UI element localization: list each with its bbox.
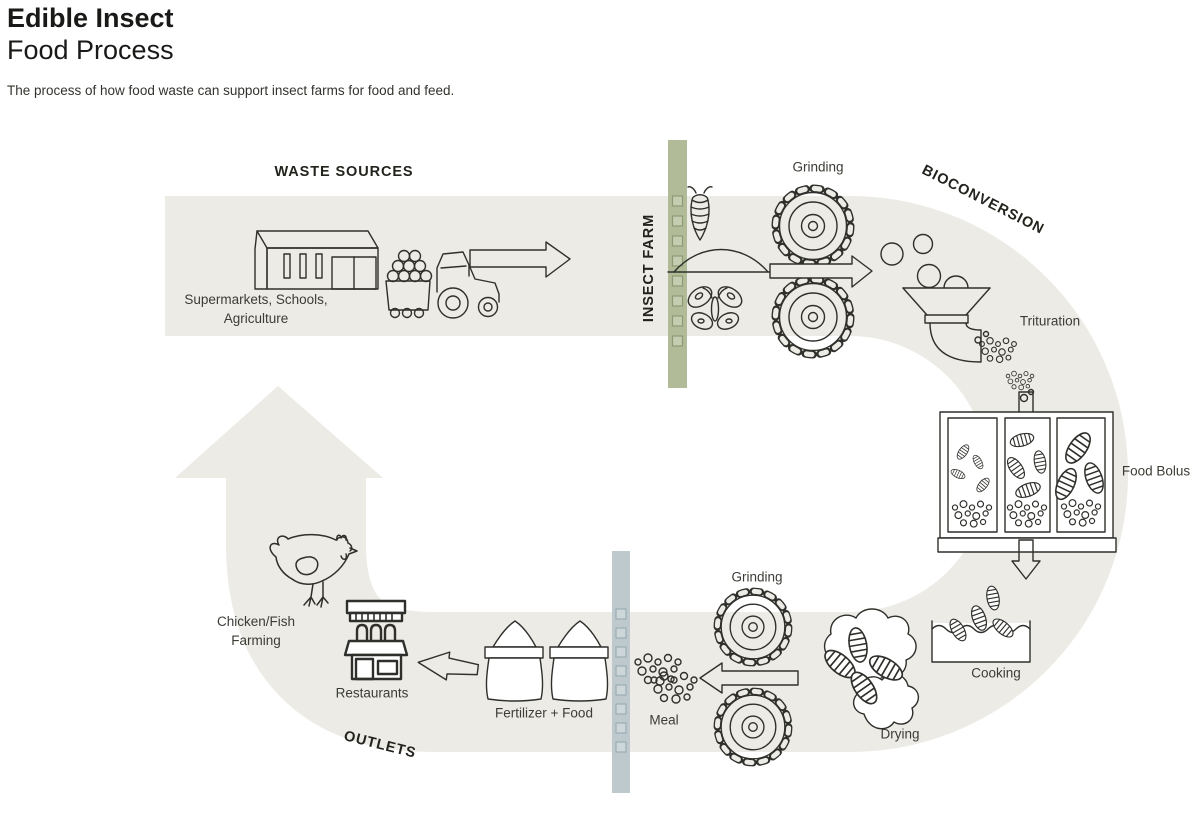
- label-food-bolus: Food Bolus: [1121, 463, 1191, 479]
- warehouse-icon: [254, 230, 379, 290]
- insect-farm-divider-bar: [668, 140, 687, 388]
- feed-mound-icon: [667, 248, 771, 273]
- label-trituration: Trituration: [1019, 313, 1081, 329]
- page-title-line1: Edible Insect: [7, 3, 174, 33]
- waste-to-farm-arrow-icon: [469, 241, 571, 278]
- food-bolus-tray-icon: [937, 411, 1117, 553]
- label-drying: Drying: [880, 726, 920, 742]
- cooking-pot-icon: [931, 584, 1031, 663]
- label-meal: Meal: [649, 712, 679, 728]
- title-block: Edible Insect Food Process The process o…: [7, 2, 454, 98]
- drying-clouds-icon: [819, 608, 919, 730]
- page-subtitle: The process of how food waste can suppor…: [7, 82, 455, 98]
- label-waste-caption: Supermarkets, Schools, Agriculture: [184, 292, 328, 326]
- label-grinding-bottom: Grinding: [731, 569, 783, 585]
- page-title-line2: Food Process: [7, 35, 174, 66]
- label-grinding-top: Grinding: [792, 159, 844, 175]
- arrow-down-to-cooking-icon: [1011, 539, 1041, 580]
- funnel-pipe-icon: [902, 287, 991, 363]
- outlets-divider-bar: [612, 551, 630, 793]
- stage-label-waste-sources: WASTE SOURCES: [274, 164, 414, 180]
- curved-arrow-left-icon: [417, 651, 480, 681]
- tractor-trailer-icon: [385, 249, 500, 319]
- label-restaurants: Restaurants: [335, 685, 409, 701]
- chicken-icon: [269, 533, 358, 608]
- label-cooking: Cooking: [971, 665, 1021, 681]
- butterfly-icon: [687, 286, 743, 330]
- farm-to-grinding-arrow-icon: [769, 255, 873, 288]
- restaurant-storefront-icon: [343, 599, 409, 681]
- grinding-to-meal-arrow-icon: [699, 662, 799, 694]
- label-fertilizer-food: Fertilizer + Food: [495, 705, 593, 721]
- stage-label-insect-farm: INSECT FARM: [641, 213, 657, 323]
- pupa-icon: [687, 186, 713, 241]
- label-chicken-fish-farming: Chicken/Fish Farming: [216, 614, 296, 648]
